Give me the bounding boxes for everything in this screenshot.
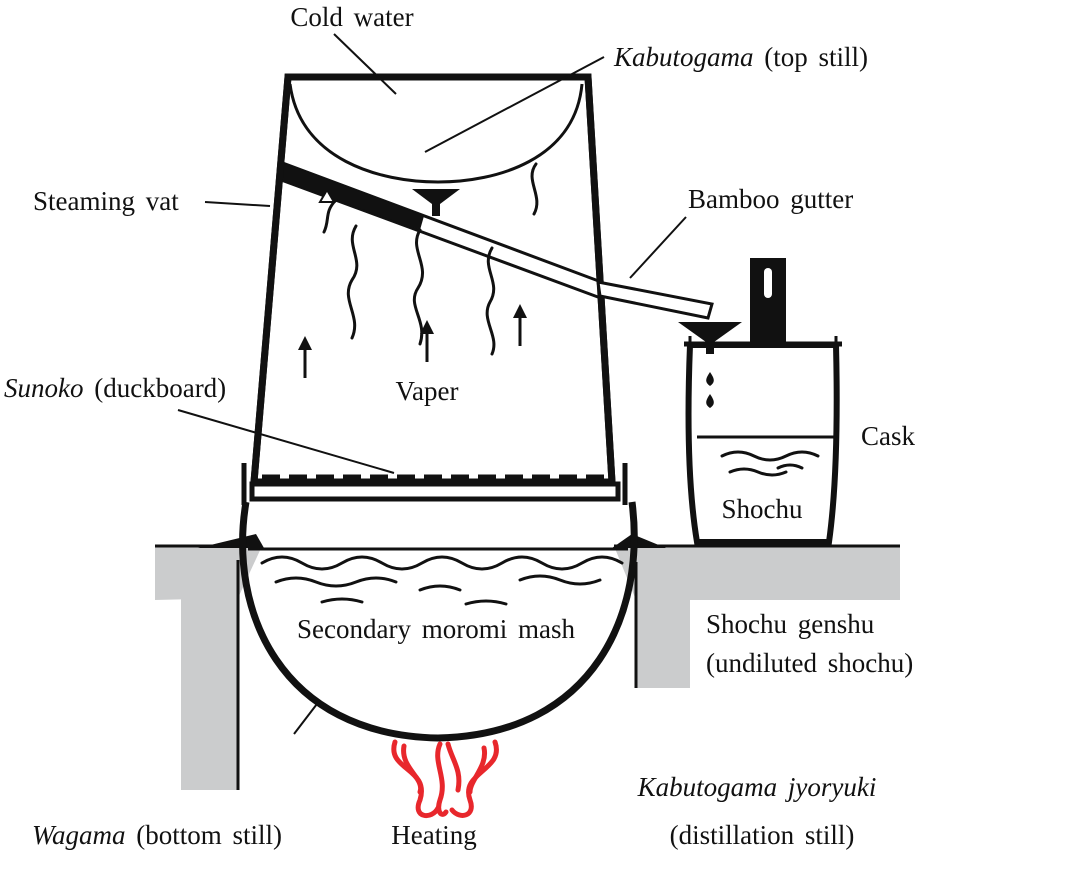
label-bottom-still-rest: (bottom still) [125, 820, 283, 850]
label-distillation-still: (distillation still) [669, 820, 855, 850]
label-undiluted-shochu: (undiluted shochu) [706, 648, 914, 678]
label-bamboo-gutter: Bamboo gutter [688, 184, 854, 214]
label-steaming-vat: Steaming vat [33, 186, 179, 216]
shochu-drops [706, 372, 714, 408]
label-sunoko-italic: Sunoko [4, 373, 84, 403]
label-jyoryuki-italic: Kabutogama jyoryuki [637, 772, 877, 802]
label-cold-water: Cold water [290, 2, 414, 32]
shochu-waves [720, 450, 820, 477]
label-sunoko-duckboard: Sunoko (duckboard) [4, 375, 226, 402]
bamboo-gutter [596, 280, 714, 320]
drip-funnel [412, 189, 460, 216]
label-shochu: Shochu [721, 494, 803, 524]
label-secondary-moromi-mash: Secondary moromi mash [297, 614, 575, 644]
kabutogama-top-bowl [288, 83, 584, 184]
hearth-outline [155, 534, 900, 790]
cask [685, 342, 840, 545]
label-wagama-italic: Wagama [32, 820, 126, 850]
vat-base-rim [249, 481, 621, 502]
label-shochu-genshu: Shochu genshu [706, 609, 875, 639]
wagama-bowl [239, 501, 638, 742]
label-vaper: Vaper [395, 376, 459, 406]
vat-supports [241, 463, 628, 505]
label-top-still-rest: (top still) [753, 42, 869, 72]
vapour-arrows [298, 304, 527, 378]
label-heating: Heating [391, 820, 477, 850]
mash-waves [260, 555, 624, 606]
hearth-floor [155, 546, 900, 790]
heating-flames [391, 739, 499, 818]
leader-lines [177, 33, 687, 735]
label-kabutogama-top-still: Kabutogama (top still) [614, 44, 868, 71]
label-duckboard-rest: (duckboard) [83, 373, 227, 403]
label-wagama-bottom-still: Wagama (bottom still) [32, 822, 282, 849]
label-cask: Cask [861, 421, 915, 451]
label-kabutogama-italic: Kabutogama [614, 42, 754, 72]
cask-funnel [678, 322, 742, 354]
label-kabutogama-jyoryuki: Kabutogama jyoryuki [638, 774, 877, 801]
